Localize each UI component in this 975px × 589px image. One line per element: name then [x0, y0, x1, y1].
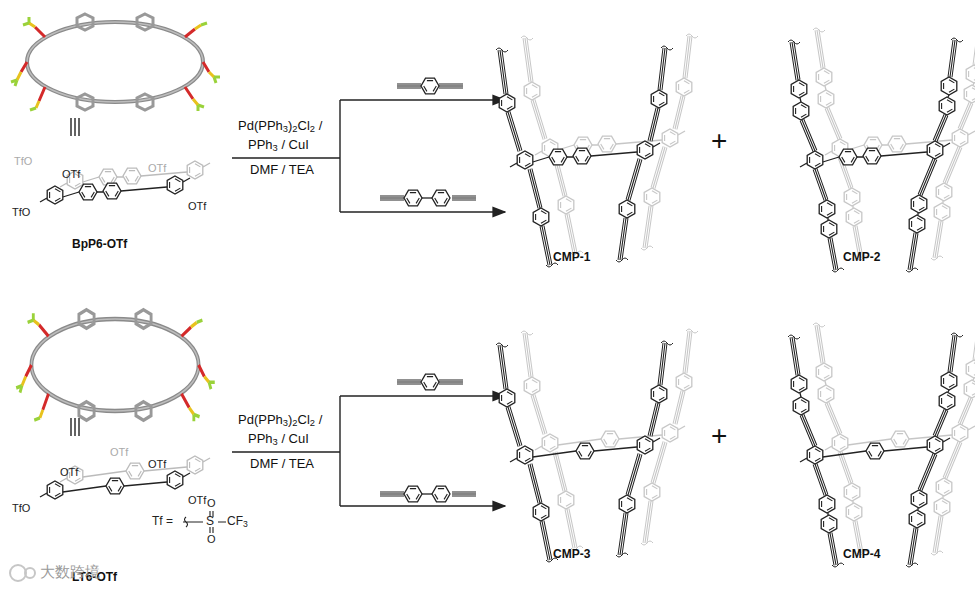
- group-label: OTf: [188, 494, 206, 506]
- compound-name: CMP-3: [553, 548, 590, 561]
- reagent-label: PPh3 / CuI: [248, 138, 309, 152]
- watermark: 大数跨境: [40, 564, 100, 581]
- crystal-structure: [11, 14, 220, 111]
- compound-name: BpP6-OTf: [72, 238, 127, 251]
- group-label: TfO: [12, 206, 30, 218]
- atom-label: O: [207, 497, 216, 509]
- plus-sign: +: [711, 421, 727, 452]
- group-label: OTf: [62, 168, 80, 180]
- group-label: OTf: [110, 446, 128, 458]
- reagent-label: Pd(PPh3)2Cl2 /: [238, 119, 322, 133]
- plus-sign: +: [711, 126, 727, 157]
- watermark-icon: [10, 565, 35, 581]
- atom-label: O: [207, 533, 216, 545]
- reagent-label: PPh3 / CuI: [248, 432, 309, 446]
- group-label: TfO: [12, 502, 30, 514]
- solvent-label: DMF / TEA: [250, 163, 314, 177]
- equivalence-symbol: [71, 118, 79, 136]
- group-label: OTf: [60, 466, 78, 478]
- reaction-arrow: [232, 100, 505, 506]
- group-label: OTf: [148, 458, 166, 470]
- solvent-label: DMF / TEA: [250, 457, 314, 471]
- atom-label: S: [206, 515, 214, 528]
- diyne-reagent: [380, 78, 476, 502]
- definition-label: Tf =: [152, 515, 173, 528]
- atom-label: CF3: [227, 515, 248, 528]
- group-label: OTf: [188, 200, 206, 212]
- crystal-structure: [16, 310, 215, 422]
- reagent-label: Pd(PPh3)2Cl2 /: [238, 413, 322, 427]
- compound-name: CMP-4: [843, 548, 880, 561]
- compound-name: CMP-2: [843, 251, 880, 264]
- group-label: OTf: [148, 162, 166, 174]
- compound-name: CMP-1: [553, 251, 590, 264]
- polymer-network: [496, 26, 975, 567]
- group-label: TfO: [14, 155, 32, 167]
